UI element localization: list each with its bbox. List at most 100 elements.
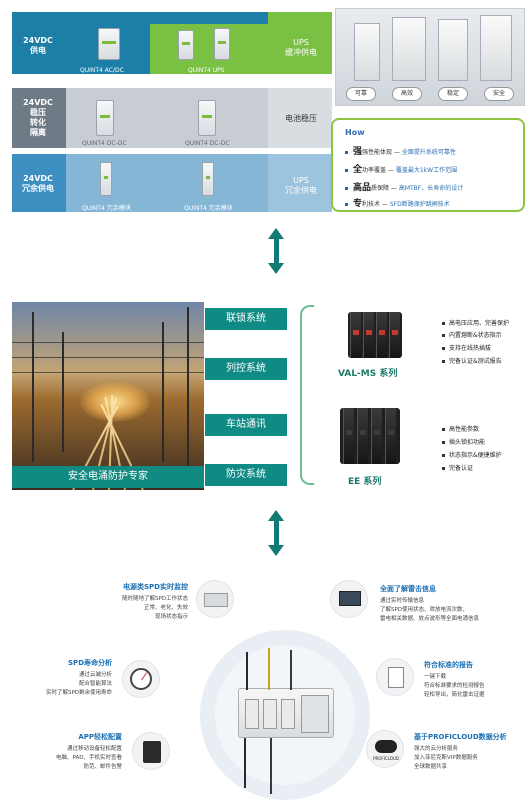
feature-line: 轻松导出，简化雷击证据	[424, 692, 485, 698]
row3-left-bg	[12, 154, 66, 212]
photo-tag-4: 安全	[484, 87, 514, 101]
feature-line: 配合智能算法	[78, 681, 112, 687]
row3-right-label: UPS 冗余供电	[285, 176, 317, 196]
quint4-ups-device-b	[214, 28, 230, 60]
cable	[268, 648, 270, 690]
product-unit-1	[354, 23, 380, 81]
row3-right-bg	[268, 154, 332, 212]
gauge-thumbnail	[122, 660, 160, 698]
feature-title-proficloud: 基于PROFICLOUD数据分析	[414, 733, 507, 741]
row2-device1-name: QUINT4 DC-DC	[82, 140, 127, 147]
val-ms-feature-4: 完备认证&测试报告	[442, 356, 502, 365]
system-tag-train-control: 列控系统	[205, 358, 287, 380]
ee-title: EE 系列	[348, 477, 382, 487]
report-thumbnail	[376, 658, 414, 696]
feature-line: 雷电相关数据、放点波形等全面电涌信息	[380, 616, 480, 622]
feature-line: 通过云端分析	[78, 672, 112, 678]
product-unit-4	[480, 15, 512, 81]
system-tag-disaster-prevention: 防灾系统	[205, 464, 287, 486]
row1-device2-name: QUINT4 UPS	[188, 67, 225, 74]
how-item-1: 强强性能体现 — 全面提升系统可靠性	[345, 144, 456, 157]
product-unit-3	[438, 19, 468, 81]
feature-title-report: 符合标准的报告	[424, 661, 473, 669]
val-ms-spd-image	[348, 312, 402, 358]
row2-device2-name: QUINT4 DC-DC	[185, 140, 230, 147]
rail-caption: 安全电涌防护专家	[12, 466, 204, 488]
feature-title-lightning-info: 全面了解雷击信息	[380, 585, 436, 593]
row1-left-label: 24VDC 供电	[23, 36, 53, 55]
row2-right-label: 电池稳压	[285, 114, 317, 123]
ups-label-bg	[268, 12, 332, 74]
quint4-acdc-device	[98, 28, 120, 60]
spd-monitor-thumbnail	[196, 580, 234, 618]
cloud-icon	[375, 740, 397, 753]
quint4-ups-device-a	[178, 30, 194, 60]
how-item-3: 高品质保障 — 高MTBF，长寿命的设计	[345, 180, 463, 193]
row3-left-label: 24VDC 冗余供电	[22, 174, 54, 193]
cable	[244, 738, 246, 788]
val-ms-feature-1: 高电压应用、完善保护	[442, 318, 509, 327]
quint4-product-photo: 可靠 高效 稳定 安全	[335, 8, 525, 106]
cable	[290, 650, 292, 690]
system-tag-station-comm: 车站通讯	[205, 414, 287, 436]
feature-line: 随时随地了解SPD工作状态	[121, 596, 188, 602]
ee-feature-1: 高性能参数	[442, 424, 479, 433]
quint4-dcdc-device-a	[96, 100, 114, 136]
feature-line: 实时了解SPD剩余使用寿命	[45, 690, 112, 696]
row3-device2-name: QUINT4 冗余模块	[184, 205, 233, 212]
ups-highlight	[150, 24, 268, 74]
feature-line: 符合标准要求的检测报告	[424, 683, 485, 689]
quint4-dcdc-device-b	[198, 100, 216, 136]
photo-tag-2: 高效	[392, 87, 422, 101]
product-unit-2	[392, 17, 426, 81]
feature-line: 强大的云分析服务	[414, 746, 459, 752]
document-icon	[388, 667, 404, 688]
photo-tag-1: 可靠	[346, 87, 376, 101]
app-thumbnail	[132, 732, 170, 770]
ee-feature-3: 状态指示&便捷维护	[442, 450, 502, 459]
feature-line: 了解SPD使用状态、泄放电流次数、	[380, 607, 469, 613]
spd-monitor-device	[238, 688, 334, 738]
feature-line: 通过移动设备轻松配置	[66, 746, 122, 752]
bullet-icon	[345, 169, 348, 172]
feature-line: 通过实时传输信息	[380, 598, 425, 604]
ee-spd-image	[340, 408, 400, 464]
row2-right-bg	[268, 88, 332, 148]
how-item-4: 专利技术 — SFD断路保护跳闸技术	[345, 196, 450, 209]
row1-right-label: UPS 缓冲供电	[285, 38, 317, 58]
lightning-info-thumbnail	[330, 580, 368, 618]
feature-line: 加入菲尼克斯VIP数据服务	[414, 755, 478, 761]
feature-line: 一键下载	[424, 674, 447, 680]
how-panel: How 强强性能体现 — 全面提升系统可靠性 全功率覆盖 — 覆盖最大1kW工作…	[331, 118, 525, 212]
proficloud-thumbnail: PROFICLOUD	[366, 730, 404, 768]
val-ms-feature-2: 内置熔断&状态指示	[442, 330, 502, 339]
railway-photo: 安全电涌防护专家	[12, 302, 204, 490]
val-ms-title: VAL-MS 系列	[338, 369, 398, 379]
bracket-divider	[300, 305, 314, 485]
bullet-icon	[345, 203, 348, 206]
val-ms-feature-3: 支持在线热插拔	[442, 343, 491, 352]
cable	[270, 738, 272, 794]
bullet-icon	[345, 151, 348, 154]
how-title: How	[345, 128, 365, 137]
cable	[246, 652, 248, 690]
feature-line: 电脑、PAD、手机实时查看	[56, 755, 122, 761]
feature-line: 正常、老化、失效	[143, 605, 188, 611]
tablet-icon	[143, 741, 161, 763]
quint4-redundancy-device-b	[202, 162, 214, 196]
feature-title-app-config: APP轻松配置	[78, 733, 122, 741]
bullet-icon	[345, 187, 348, 190]
feature-line: 全球数据共享	[414, 764, 448, 770]
double-arrow-icon	[268, 510, 284, 556]
how-item-2: 全功率覆盖 — 覆盖最大1kW工作范围	[345, 162, 457, 175]
feature-line: 防范、邮件告警	[83, 764, 122, 770]
row3-device1-name: QUINT4 冗余模块	[82, 205, 131, 212]
proficloud-label: PROFICLOUD	[373, 756, 399, 761]
feature-title-realtime-monitor: 电源类SPD实时监控	[123, 583, 188, 591]
double-arrow-icon	[268, 228, 284, 274]
ee-feature-4: 完备认证	[442, 463, 473, 472]
feature-title-life-analysis: SPD寿命分析	[68, 659, 112, 667]
row1-device1-name: QUINT4 AC/DC	[80, 67, 124, 74]
photo-tag-3: 稳定	[438, 87, 468, 101]
feature-line: 现场状态指示	[154, 614, 188, 620]
